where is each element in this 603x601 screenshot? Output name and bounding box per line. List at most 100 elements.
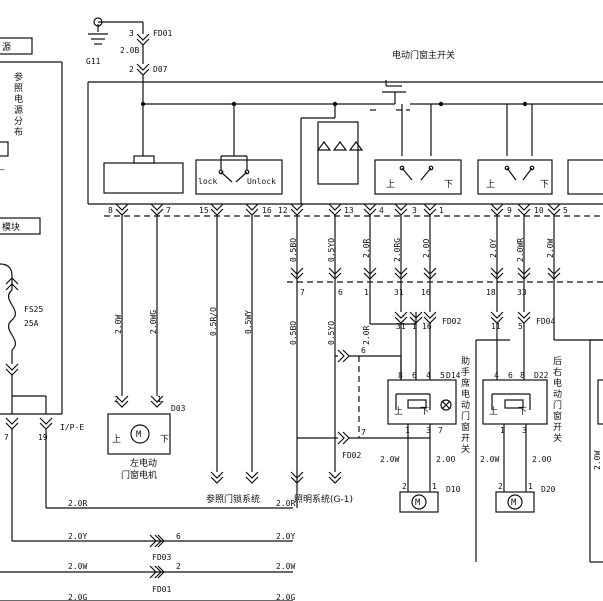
wire-c1: 2.0W (114, 315, 123, 334)
d14-pin-6: 6 (412, 371, 417, 380)
mid-pin-18: 18 (486, 288, 496, 297)
d22-pin-8: 8 (520, 371, 525, 380)
source-box (0, 37, 33, 55)
fuse-fs25 (8, 289, 16, 351)
pin-19-ipe: 19 (38, 433, 48, 442)
bottom-r4b: 2.0G (276, 593, 295, 601)
ref-light-system[interactable]: 照明系统(G-1) (294, 493, 353, 505)
bottom-r3a: 2.0W (68, 562, 87, 571)
pin-7: 7 (166, 206, 171, 215)
d03-m: M (136, 430, 142, 440)
d22-down: 下 (518, 407, 527, 417)
window-control-unit (103, 162, 184, 194)
partial-switch-right (567, 159, 603, 195)
pin-2: 2 (129, 65, 134, 74)
d03-title-1: 左电动 (130, 457, 157, 469)
d20-pin-2: 2 (498, 482, 503, 491)
right-partial-box (597, 379, 603, 425)
d22-pin-3: 3 (522, 426, 527, 435)
pin-1: 1 (439, 206, 444, 215)
d14-contact (407, 399, 427, 409)
d10-pin-1: 1 (432, 482, 437, 491)
d10-label: D10 (446, 485, 461, 494)
d03-label: D03 (171, 404, 186, 413)
pin-16: 16 (262, 206, 272, 215)
fd02-bottom-label: FD02 (342, 451, 361, 460)
driver-down-label: 下 (444, 180, 453, 190)
d14-label: D14 (446, 371, 461, 380)
driver-up-label: 上 (386, 179, 395, 190)
bottom-r3b: 2 (176, 562, 181, 571)
bottom-r2a: 2.0Y (68, 532, 87, 541)
wire-c2: 2.0WG (149, 310, 158, 334)
wire-b3: 2.0R (362, 239, 371, 258)
fd02-pin-16: 16 (422, 322, 432, 331)
wire-b6: 2.0Y (489, 239, 498, 258)
fd04-pin-11: 11 (491, 322, 501, 331)
fd02-label: FD02 (442, 317, 461, 326)
wire-b1: 0.5BO (289, 238, 298, 262)
wire-2-0b: 2.0B (120, 46, 139, 55)
d14-wire-w: 2.0W (380, 455, 399, 464)
bottom-r2d: FD03 (152, 553, 171, 562)
wire-c6: 0.5YO (327, 321, 336, 345)
module-box (0, 217, 41, 235)
d20-m: M (511, 498, 517, 508)
wire-b7: 2.0WR (516, 238, 525, 262)
illumination-leds (317, 121, 359, 185)
mid-pin-33: 33 (517, 288, 527, 297)
mid-connector-pins (290, 267, 561, 280)
pin-12: 12 (278, 206, 288, 215)
lock-label: lock (198, 177, 217, 186)
d10-motor-icon (411, 494, 427, 510)
fd04-label: FD04 (536, 317, 555, 326)
mid-pin-31: 31 (394, 288, 404, 297)
d20-label: D20 (541, 485, 556, 494)
d10-pin-2: 2 (402, 482, 407, 491)
d10-m: M (415, 498, 421, 508)
pin-15: 15 (199, 206, 209, 215)
pin-3: 3 (412, 206, 417, 215)
d14-title: 助手席电动门窗开关 (461, 355, 470, 455)
wire-c5: 0.5BO (289, 321, 298, 345)
ground-label: G11 (86, 57, 101, 66)
pin-5: 5 (563, 206, 568, 215)
bottom-r1a: 2.0R (68, 499, 87, 508)
bottom-r3c: 2.0W (276, 562, 295, 571)
fd01-label: FD01 (153, 29, 172, 38)
d20-pin-1: 1 (528, 482, 533, 491)
d22-pin-6: 6 (508, 371, 513, 380)
d14-pin-4: 4 (426, 371, 431, 380)
mid-pin-7: 7 (300, 288, 305, 297)
d22-pin-4: 4 (494, 371, 499, 380)
rear-right-window-switch (477, 159, 553, 195)
d14-pin-5: 5 (440, 371, 445, 380)
unlock-label: Unlock (247, 177, 276, 186)
pin-3: 3 (129, 29, 134, 38)
rear-down-label: 下 (540, 180, 549, 190)
bottom-r3d: FD01 (152, 585, 171, 594)
fuse-rating: 25A (24, 319, 39, 328)
fd02-pin-6: 6 (361, 346, 366, 355)
d22-pin-1: 1 (500, 426, 505, 435)
main-switch-connector-pins (115, 203, 561, 216)
ref-lock-system[interactable]: 参照门锁系统 (206, 493, 260, 505)
ref-power-label: 参照电源分布 (14, 71, 23, 138)
d03-up: 上 (112, 434, 121, 445)
pin-13: 13 (344, 206, 354, 215)
right-edge-wire: 2.0W (593, 451, 602, 470)
d03-down: 下 (160, 435, 169, 445)
d22-wire-w: 2.0W (480, 455, 499, 464)
d03-pin-2: 2 (114, 395, 119, 404)
fd02-pin-7: 7 (361, 428, 366, 437)
d22-up: 上 (489, 406, 498, 417)
pin-9: 9 (507, 206, 512, 215)
bottom-r2c: 2.0Y (276, 532, 295, 541)
d14-down: 下 (420, 407, 429, 417)
d14-pin-3: 3 (426, 426, 431, 435)
wire-c7: 2.0R (362, 326, 371, 345)
left-dash: — (0, 165, 5, 174)
led-icons (316, 141, 364, 151)
control-unit-tab (133, 155, 155, 164)
